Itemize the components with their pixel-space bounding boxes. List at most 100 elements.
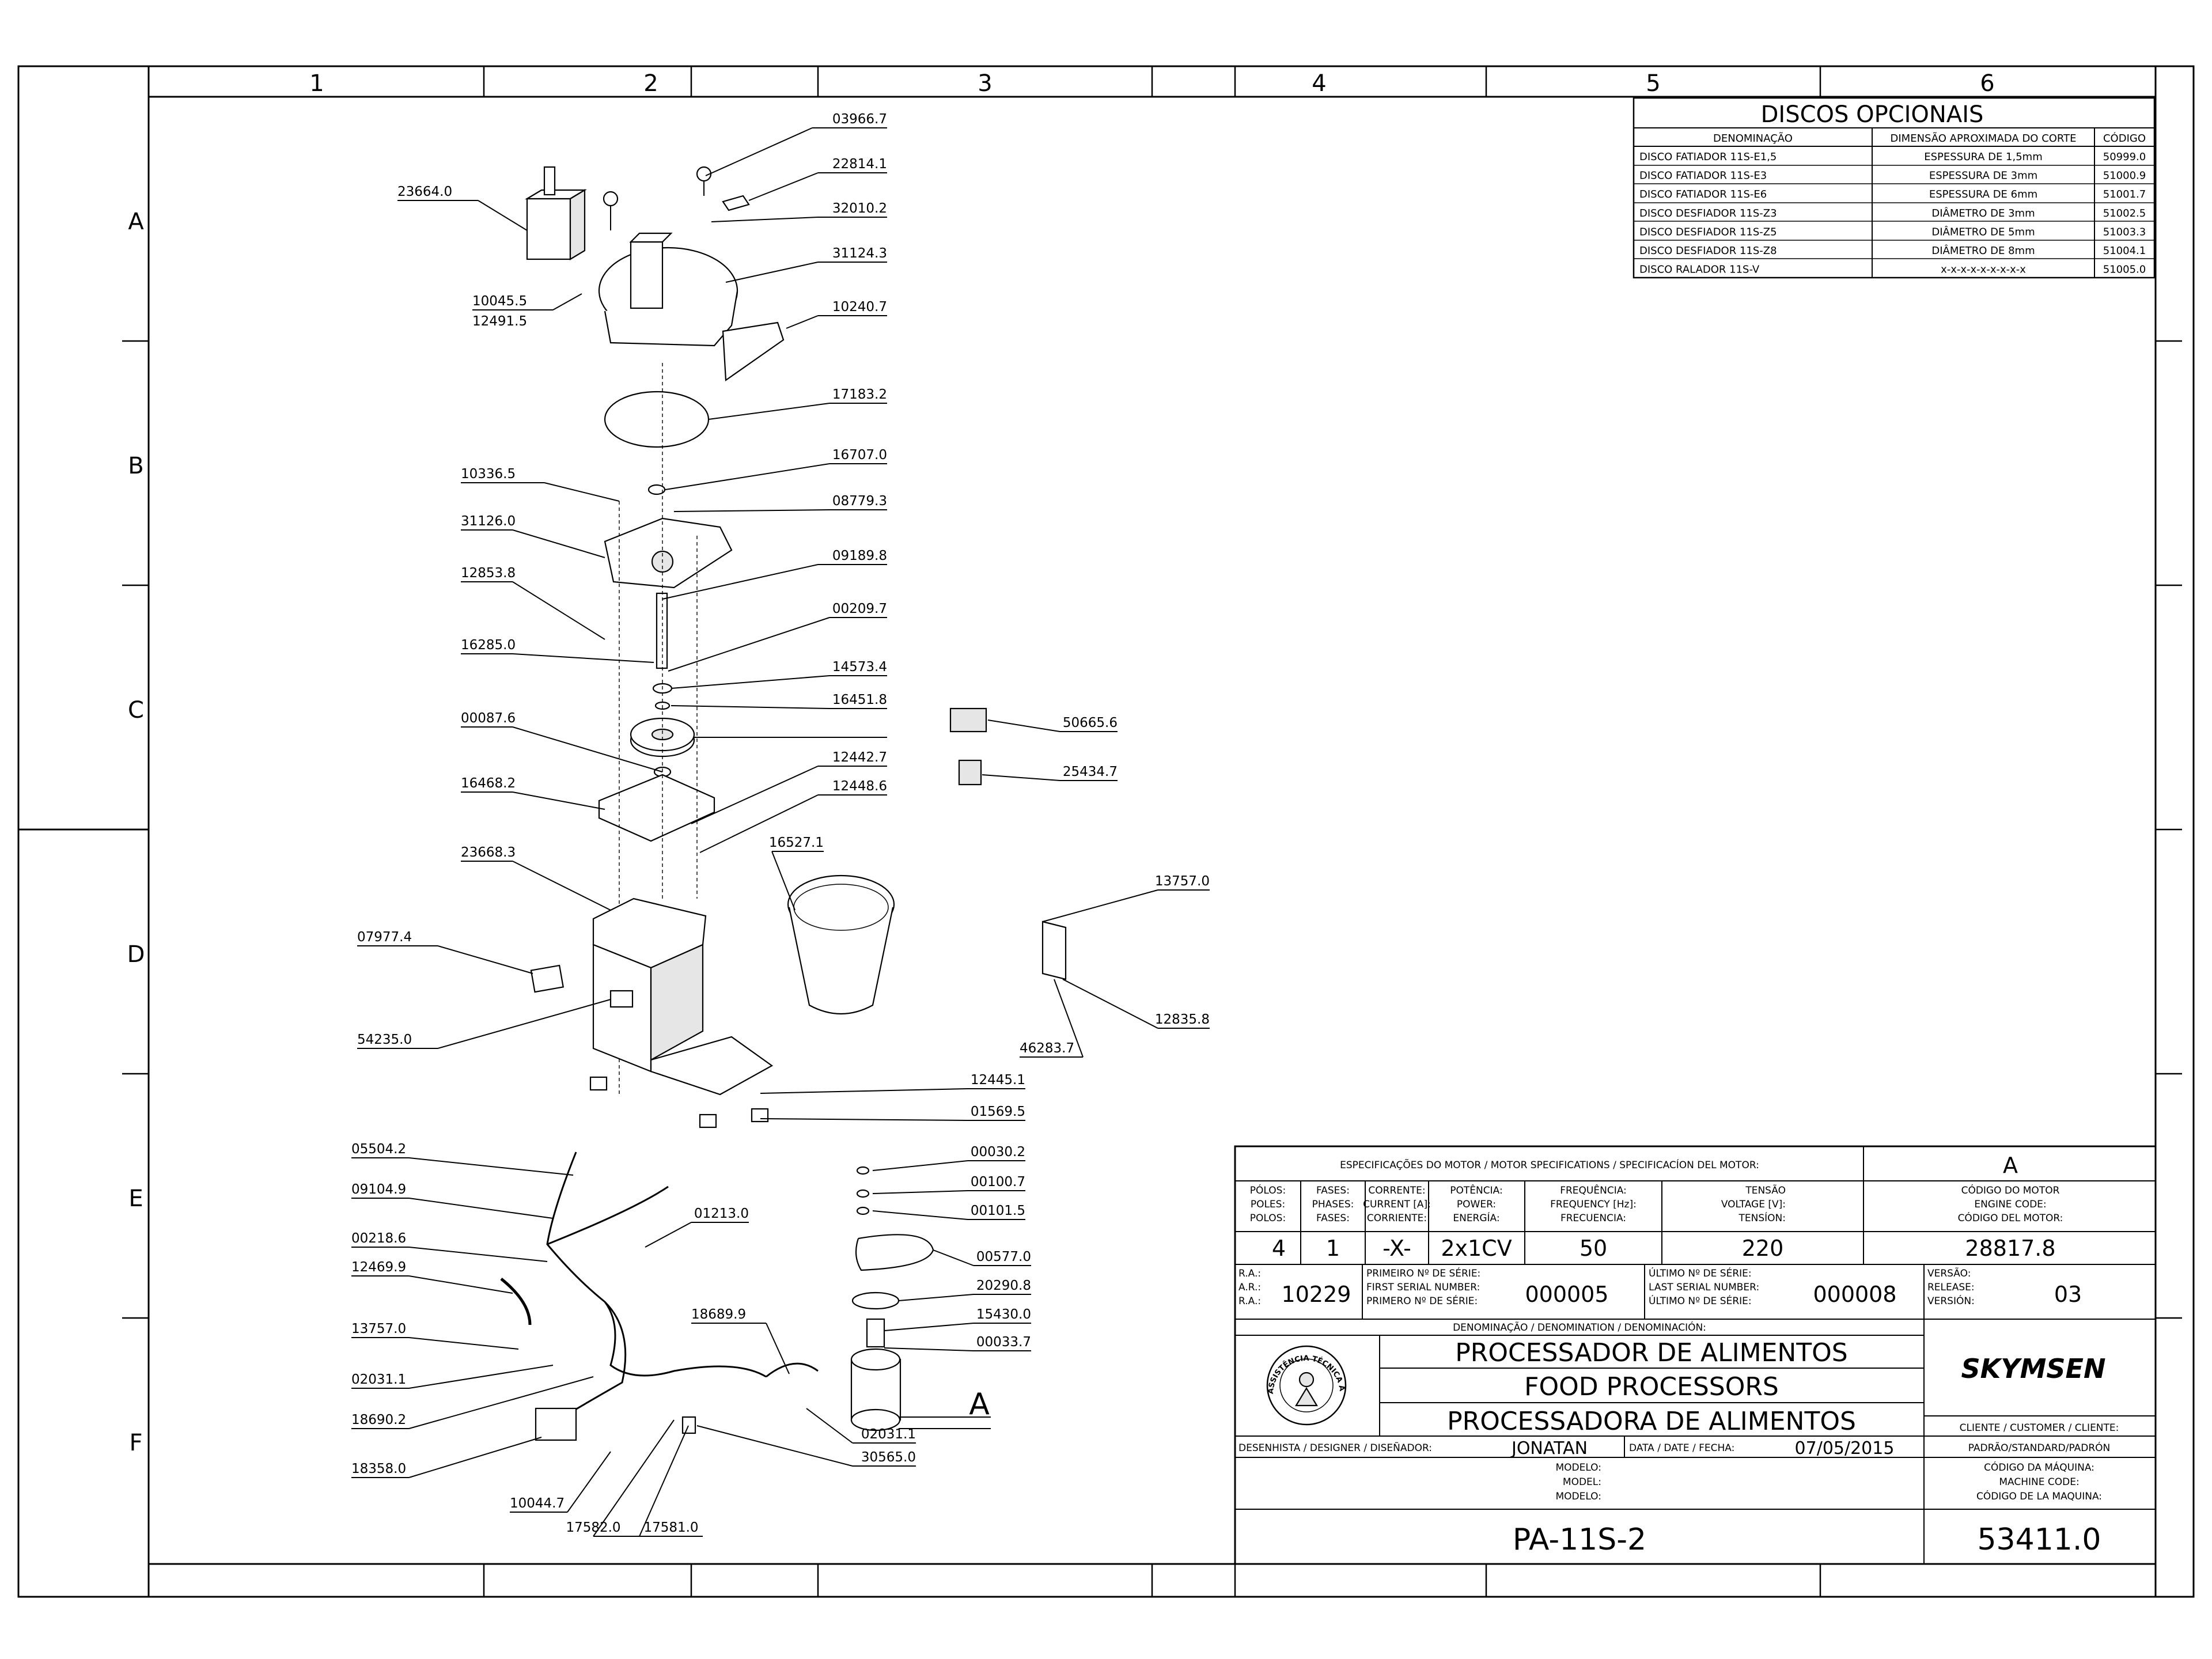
callout-31126-0: 31126.0: [461, 514, 516, 529]
callout-00100-7: 00100.7: [971, 1175, 1025, 1190]
lid-illustration: [598, 166, 785, 382]
callout-02031-1-b: 02031.1: [861, 1427, 916, 1442]
motor-frequency-label-pt: FREQUÊNCIA:: [1560, 1184, 1627, 1196]
last-serial-label-pt: ÚLTIMO Nº DE SÉRIE:: [1649, 1267, 1752, 1279]
col-header-denomination: DENOMINAÇÃO: [1713, 132, 1793, 145]
seal-text: ASSISTÊNCIA TÉCNICA AUTORIZADA: [0, 0, 1346, 1394]
disc-row-5-code: 51003.3: [2103, 226, 2146, 238]
callout-46283-7: 46283.7: [1020, 1041, 1074, 1056]
disc-row-6-code: 51004.1: [2103, 245, 2146, 257]
callout-12442-7: 12442.7: [832, 750, 887, 765]
designer-value: JONATAN: [1510, 1438, 1588, 1459]
callout-10240-7: 10240.7: [832, 300, 887, 315]
callout-15430-0: 15430.0: [976, 1307, 1031, 1322]
pusher-illustration: [525, 166, 587, 260]
motor-current-label-en: CURRENT [A]:: [1363, 1199, 1431, 1210]
motor-power-value: 2x1CV: [1441, 1236, 1512, 1261]
disc-row-4-cut-dimension: DIÂMETRO DE 3mm: [1931, 207, 2035, 219]
callout-10044-7: 10044.7: [510, 1496, 565, 1511]
model-label-en: MODEL:: [1563, 1476, 1601, 1488]
disc-row-3-denomination: DISCO FATIADOR 11S-E6: [1639, 188, 1767, 200]
callout-23668-3: 23668.3: [461, 845, 516, 860]
product-name-en: FOOD PROCESSORS: [1524, 1372, 1779, 1402]
callout-32010-2: 32010.2: [832, 201, 887, 216]
callout-16451-8: 16451.8: [832, 692, 887, 707]
motor-phases-label-pt: FASES:: [1316, 1185, 1350, 1196]
callout-00218-6: 00218.6: [351, 1231, 406, 1246]
disc-row-1-denomination: DISCO FATIADOR 11S-E1,5: [1639, 151, 1777, 163]
callout-18690-2: 18690.2: [351, 1412, 406, 1427]
callout-17183-2: 17183.2: [832, 387, 887, 402]
callout-16468-2: 16468.2: [461, 776, 516, 791]
callout-10045-5: 10045.5: [472, 294, 527, 309]
motor-voltage-label-pt: TENSÃO: [1745, 1184, 1786, 1196]
housing-illustration: [530, 897, 774, 1128]
callout-16707-0: 16707.0: [832, 448, 887, 463]
drawing-frame: [147, 96, 2157, 1565]
date-label: DATA / DATE / FECHA:: [1629, 1442, 1734, 1454]
disc-row-7-cut-dimension: x-x-x-x-x-x-x-x-x: [1941, 264, 2026, 276]
callout-01569-5: 01569.5: [971, 1104, 1025, 1119]
disc-row-5-denomination: DISCO DESFIADOR 11S-Z5: [1639, 226, 1777, 238]
disc-row-6-cut-dimension: DIÂMETRO DE 8mm: [1931, 244, 2035, 257]
zone-row-c: C: [128, 697, 144, 724]
first-serial-label-es: PRIMERO Nº DE SÉRIE:: [1366, 1294, 1478, 1307]
disc-row-6-denomination: DISCO DESFIADOR 11S-Z8: [1639, 245, 1777, 257]
shaft-pulley-illustration: [630, 592, 695, 778]
part-illustrations: [500, 166, 1067, 1441]
motor-power-label-en: POWER:: [1457, 1199, 1496, 1210]
callout-16527-1: 16527.1: [769, 835, 824, 850]
optional-discs-title: DISCOS OPCIONAIS: [1761, 101, 1984, 128]
callout-00033-7: 00033.7: [976, 1335, 1031, 1350]
sheet-border: [17, 65, 2195, 1598]
engine-code-label-en: ENGINE CODE:: [1974, 1199, 2046, 1210]
zone-row-b: B: [128, 453, 143, 479]
motor-voltage-label-en: VOLTAGE [V]:: [1721, 1199, 1786, 1210]
disc-row-4-code: 51002.5: [2103, 207, 2146, 219]
motor-poles-value: 4: [1272, 1236, 1286, 1261]
motor-phases-label-es: FASES:: [1316, 1213, 1350, 1224]
col-header-code: CÓDIGO: [2103, 132, 2146, 145]
disc-row-7-denomination: DISCO RALADOR 11S-V: [1639, 264, 1760, 276]
callout-02031-1: 02031.1: [351, 1372, 406, 1387]
last-serial-value: 000008: [1813, 1282, 1896, 1307]
first-serial-label-pt: PRIMEIRO Nº DE SÉRIE:: [1366, 1267, 1480, 1279]
disc-row-7-code: 51005.0: [2103, 264, 2146, 276]
callout-12853-8: 12853.8: [461, 566, 516, 581]
callout-00101-5: 00101.5: [971, 1203, 1025, 1218]
zone-row-d: D: [127, 941, 145, 968]
version-value: 03: [2054, 1282, 2082, 1307]
motor-poles-label-es: POLOS:: [1250, 1213, 1286, 1224]
model-label-pt: MODELO:: [1555, 1462, 1601, 1474]
callout-12448-6: 12448.6: [832, 779, 887, 794]
engine-code-label-es: CÓDIGO DEL MOTOR:: [1958, 1211, 2063, 1224]
product-name-es: PROCESSADORA DE ALIMENTOS: [1447, 1407, 1856, 1436]
zone-col-1: 1: [309, 70, 324, 97]
zone-row-a: A: [128, 209, 144, 235]
zone-row-e: E: [128, 1185, 143, 1212]
first-serial-label-en: FIRST SERIAL NUMBER:: [1366, 1282, 1480, 1293]
ra-value: 10229: [1282, 1282, 1351, 1307]
callout-13757-0-b: 13757.0: [351, 1321, 406, 1336]
title-block: ESPECIFICAÇÕES DO MOTOR / MOTOR SPECIFIC…: [0, 0, 2157, 1565]
machine-code-label-en: MACHINE CODE:: [1999, 1476, 2079, 1488]
callout-leaders: [351, 127, 1210, 1537]
base-plate-illustration: [604, 517, 733, 589]
disc-row-3-code: 51001.7: [2103, 188, 2146, 200]
label-decal-illustration: [949, 707, 987, 733]
callout-12835-8: 12835.8: [1155, 1012, 1210, 1027]
zone-column-labels: 1 2 3 4 5 6: [309, 70, 1994, 97]
motor-spec-header: ESPECIFICAÇÕES DO MOTOR / MOTOR SPECIFIC…: [1340, 1158, 1759, 1171]
callout-09189-8: 09189.8: [832, 548, 887, 563]
zone-row-f: F: [129, 1430, 142, 1456]
callout-05504-2: 05504.2: [351, 1142, 406, 1157]
callout-00030-2: 00030.2: [971, 1145, 1025, 1160]
product-name-pt: PROCESSADOR DE ALIMENTOS: [1455, 1338, 1847, 1368]
detail-marker-a: A: [969, 1387, 990, 1422]
callout-12491-5: 12491.5: [472, 314, 527, 329]
motor-voltage-label-es: TENSÍON:: [1738, 1211, 1786, 1224]
version-label-en: RELEASE:: [1927, 1282, 1975, 1293]
callout-23664-0: 23664.0: [397, 184, 452, 199]
motor-frequency-value: 50: [1580, 1236, 1607, 1261]
